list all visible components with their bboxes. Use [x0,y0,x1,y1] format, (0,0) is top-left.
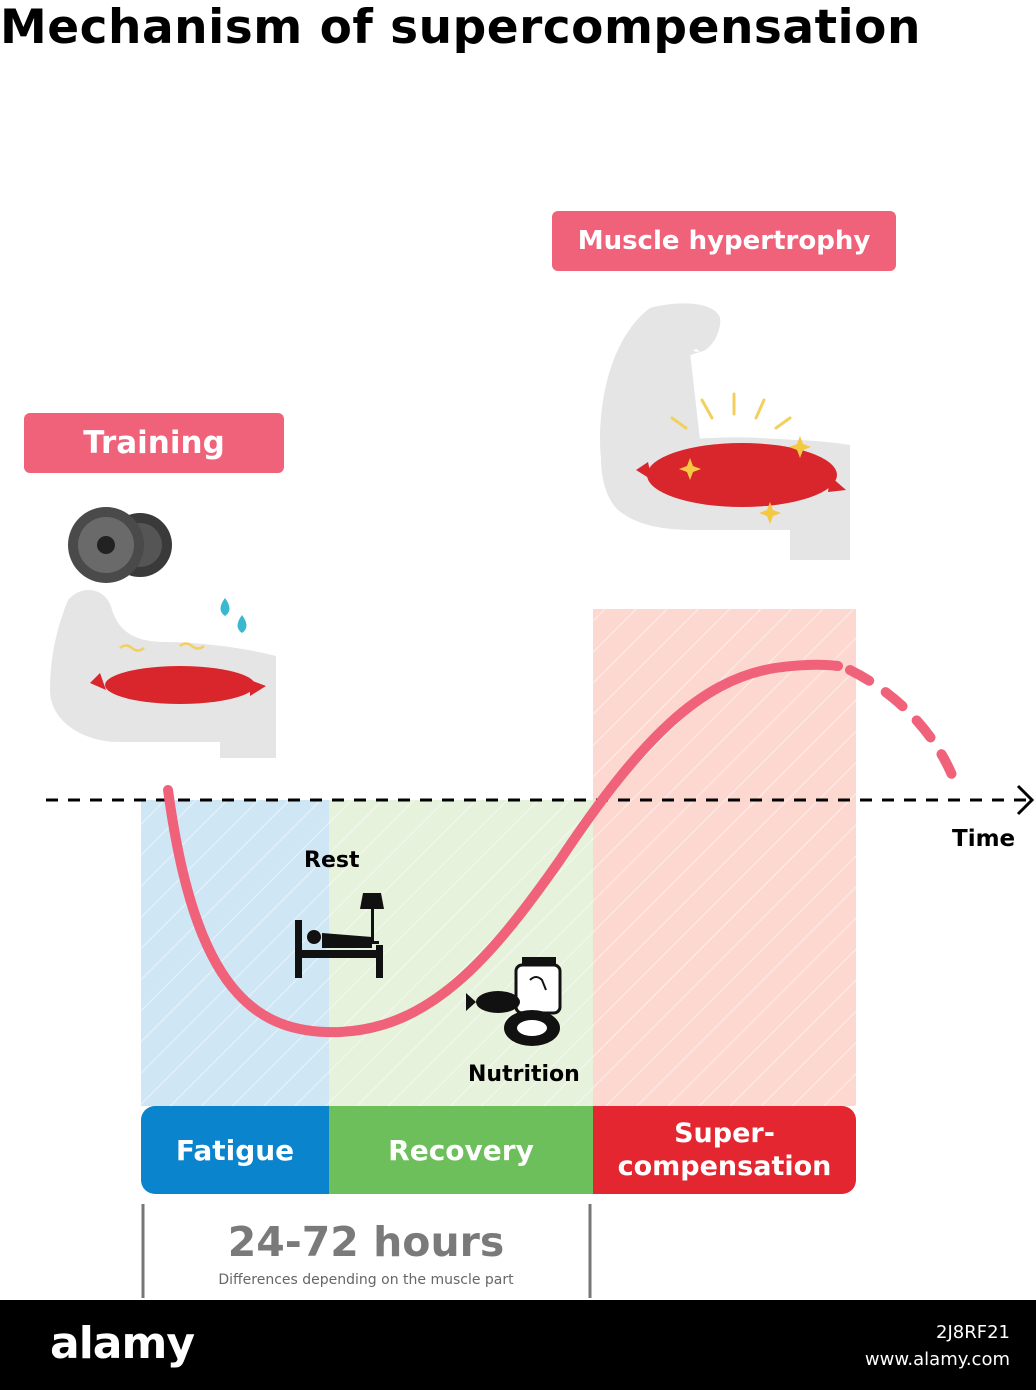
dumbbell-icon [68,507,172,583]
flexed-arm-icon [600,303,850,560]
steak-icon [504,1010,560,1046]
phase-super-line2: compensation [617,1151,832,1182]
duration-note: Differences depending on the muscle part [218,1272,514,1288]
phase-recovery: Recovery [388,1133,534,1167]
sparkle-icon [679,436,811,524]
sparkle-icon [670,392,792,430]
time-axis-label: Time [952,826,1016,852]
sweat-drops-icon [220,598,247,633]
nutrition-label: Nutrition [468,1062,580,1087]
performance-curve [163,659,843,1038]
phase-super-line1: Super- [674,1118,775,1149]
lamp-icon [360,893,384,944]
duration-bracket [141,1204,592,1298]
bed-icon [295,920,383,978]
page-title: Mechanism of supercompensation [0,0,921,55]
footer-url: www.alamy.com [864,1349,1010,1370]
muscle-hypertrophy-label: Muscle hypertrophy [552,211,896,271]
fish-icon [466,991,520,1013]
supercompensation-diagram [46,303,1035,1194]
phase-fatigue: Fatigue [175,1133,295,1167]
footer-image-id: 2J8RF21 [936,1322,1010,1343]
duration-hours: 24-72 hours [227,1218,505,1266]
arrow-right-icon [1016,784,1035,816]
rest-label: Rest [304,848,360,873]
phase-bar [141,1106,856,1194]
decline-curve [845,665,957,780]
training-label: Training [24,413,284,473]
phase-supercompensation: Super- compensation [593,1106,856,1194]
footer-bar [0,1300,1036,1390]
training-arm-icon [50,589,276,758]
footer-logo: alamy [50,1318,195,1369]
